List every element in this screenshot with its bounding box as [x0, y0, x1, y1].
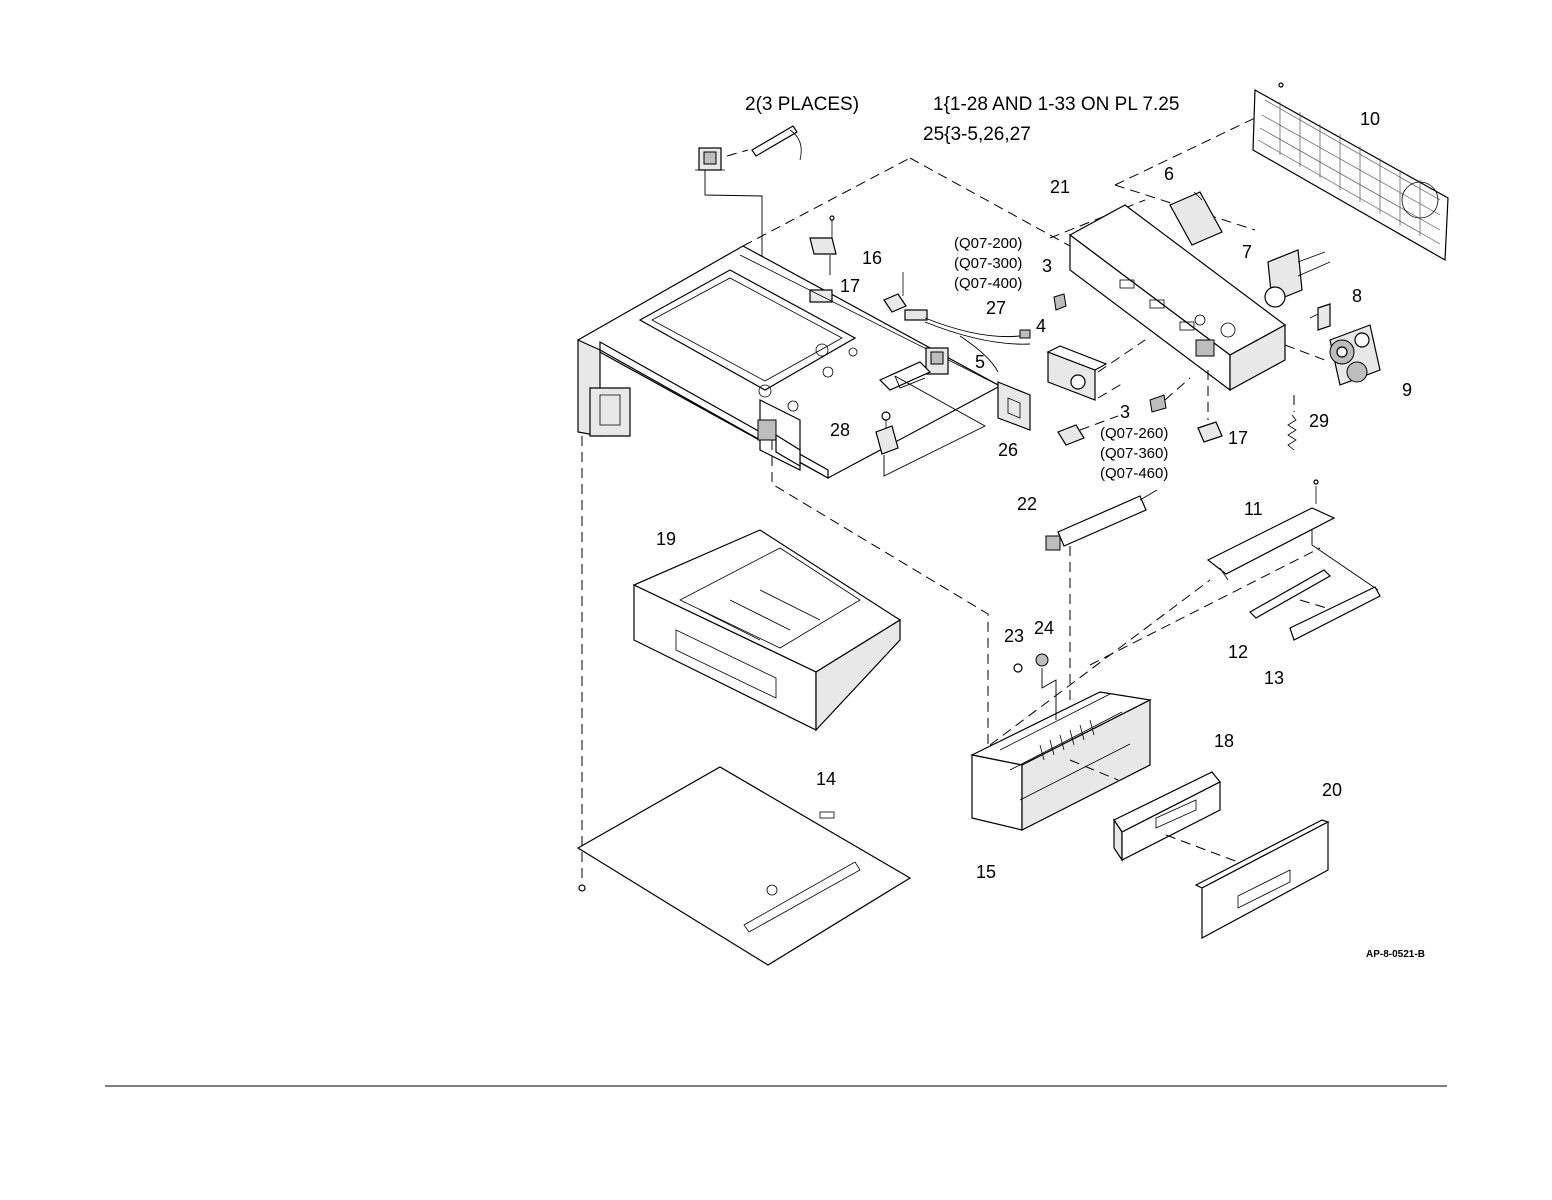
callout-17-lower: 17 — [1228, 428, 1248, 448]
part-6-pwb — [1170, 192, 1222, 245]
callout-8: 8 — [1352, 286, 1362, 306]
part-23-clip — [1014, 664, 1022, 672]
variant-b-3: (Q07-460) — [1100, 465, 1168, 482]
part-10-rear-cover — [1253, 83, 1448, 260]
part-17-top-bracket — [810, 216, 836, 254]
callout-21: 21 — [1050, 177, 1070, 197]
callout-14: 14 — [816, 769, 836, 789]
callout-3-upper: 3 — [1042, 256, 1052, 276]
part-7-motor — [1265, 250, 1330, 307]
callout-15: 15 — [976, 862, 996, 882]
part-8-bracket — [1310, 304, 1330, 330]
part-24-bearing — [1036, 654, 1048, 666]
part-4-housing — [1048, 346, 1106, 400]
callout-20: 20 — [1322, 780, 1342, 800]
callout-18: 18 — [1214, 731, 1234, 751]
part-3-sensor-lower — [1150, 395, 1166, 412]
part-2-bracket — [695, 148, 725, 170]
callout-26: 26 — [998, 440, 1018, 460]
callout-19: 19 — [656, 529, 676, 549]
callout-11: 11 — [1244, 499, 1263, 519]
part-9-gear-assembly — [1330, 325, 1380, 385]
part-26-bracket — [1058, 425, 1084, 445]
part-29-spring — [1288, 415, 1296, 450]
callout-22: 22 — [1017, 494, 1037, 514]
callout-13: 13 — [1264, 668, 1284, 688]
part-19-paper-tray — [634, 530, 900, 730]
callout-23: 23 — [1004, 626, 1024, 646]
part-2-pin — [752, 126, 801, 160]
callout-27: 27 — [986, 298, 1006, 318]
callout-9: 9 — [1402, 380, 1412, 400]
variant-a-3: (Q07-400) — [954, 275, 1022, 292]
part-3-sensor-upper — [1054, 294, 1066, 310]
callout-29: 29 — [1309, 411, 1329, 431]
variant-a-1: (Q07-200) — [954, 235, 1022, 252]
part-15-lower-frame — [972, 692, 1150, 830]
note-ref-item-1: 1{1-28 AND 1-33 ON PL 7.25 — [933, 94, 1179, 115]
part-18-cover — [1114, 772, 1220, 860]
callout-12: 12 — [1228, 642, 1248, 662]
callout-5: 5 — [975, 352, 985, 372]
callout-28: 28 — [830, 420, 850, 440]
callout-4: 4 — [1036, 316, 1046, 336]
variant-a-2: (Q07-300) — [954, 255, 1022, 272]
part-14-bottom-plate — [578, 767, 910, 965]
callout-17-upper: 17 — [840, 276, 860, 296]
note-ref-item-25: 25{3-5,26,27 — [923, 124, 1031, 145]
callout-16: 16 — [862, 248, 882, 268]
part-20-front-cover — [1196, 820, 1328, 938]
callout-6: 6 — [1164, 164, 1174, 184]
variant-b-2: (Q07-360) — [1100, 445, 1168, 462]
variant-b-1: (Q07-260) — [1100, 425, 1168, 442]
callout-7: 7 — [1242, 242, 1252, 262]
part-22-roll-assembly — [1046, 490, 1157, 550]
figure-code: AP-8-0521-B — [1366, 949, 1425, 960]
part-11-guide — [1208, 480, 1334, 580]
part-17-lower-clip — [1198, 422, 1222, 442]
part-16-cable-clamp — [884, 272, 906, 312]
part-5-sensor-bracket — [998, 382, 1030, 430]
callout-24: 24 — [1034, 618, 1054, 638]
note-three-places: 2(3 PLACES) — [745, 94, 859, 115]
callout-10: 10 — [1360, 109, 1380, 129]
callout-3-lower: 3 — [1120, 402, 1130, 422]
part-13-guide-rail — [1290, 587, 1380, 640]
